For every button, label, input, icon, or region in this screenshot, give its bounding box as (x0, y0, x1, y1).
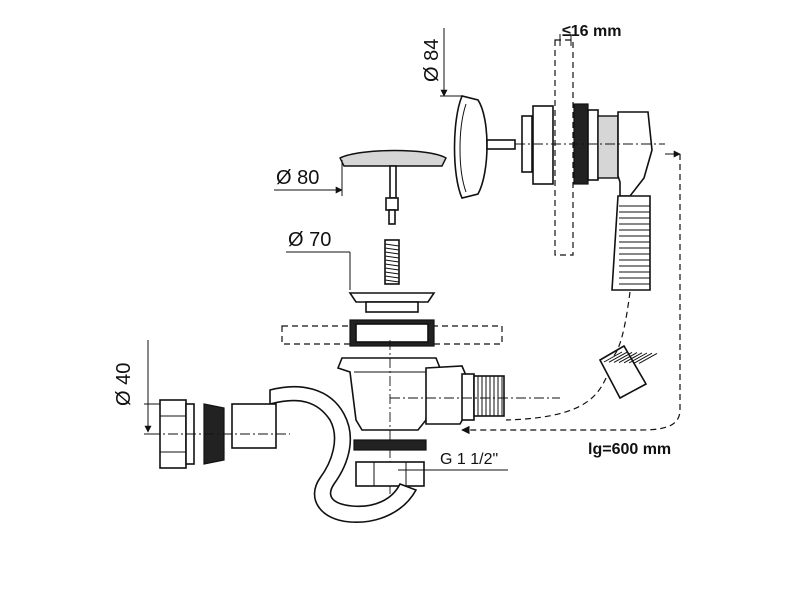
hose-rib (603, 351, 623, 363)
bolt-thread (384, 243, 400, 247)
label-d80: Ø 80 (276, 167, 319, 189)
drain-washer (353, 439, 427, 451)
bolt-thread (384, 259, 400, 263)
trap-pipe (231, 385, 418, 523)
drain-body (336, 340, 560, 500)
hose-rib (633, 352, 653, 364)
label-length: lg=600 mm (588, 441, 671, 458)
dimension-d80: Ø 80 (274, 160, 343, 196)
union-nut (355, 461, 425, 487)
overflow-corrugated-tube (611, 195, 651, 291)
hose-rib (613, 351, 633, 363)
dimension-d70: Ø 70 (286, 229, 351, 290)
hose-rib (638, 352, 658, 364)
overflow-cover (453, 95, 516, 199)
bolt-thread (384, 279, 400, 283)
bolt-thread (384, 247, 400, 251)
label-wall: ≤16 mm (562, 23, 621, 40)
bath-wall-section (281, 319, 503, 347)
label-thread: G 1 1/2" (440, 451, 498, 468)
bolt-thread (384, 275, 400, 279)
dimension-thread: G 1 1/2" (398, 451, 508, 471)
label-d40: Ø 40 (113, 363, 135, 406)
dimension-d40: Ø 40 (113, 340, 290, 435)
bolt-thread (384, 255, 400, 259)
hose-rib (618, 352, 638, 364)
hose-rib (608, 351, 628, 363)
hose-rib (628, 352, 648, 364)
hose-route (461, 150, 681, 435)
bolt-thread (384, 263, 400, 267)
bolt-thread (384, 251, 400, 255)
threaded-bolt (384, 239, 400, 285)
label-d70: Ø 70 (288, 229, 331, 251)
strainer-flange (348, 292, 436, 313)
bolt-thread (384, 267, 400, 271)
flex-hose-lower (598, 344, 658, 400)
overflow-wall-section: ≤16 mm (554, 23, 621, 256)
dimension-d84: Ø 84 (421, 28, 463, 97)
plug-stopper (339, 149, 447, 225)
hose-rib (623, 352, 643, 364)
bolt-thread (384, 271, 400, 275)
label-d84: Ø 84 (421, 39, 443, 82)
overflow-body (515, 103, 665, 197)
